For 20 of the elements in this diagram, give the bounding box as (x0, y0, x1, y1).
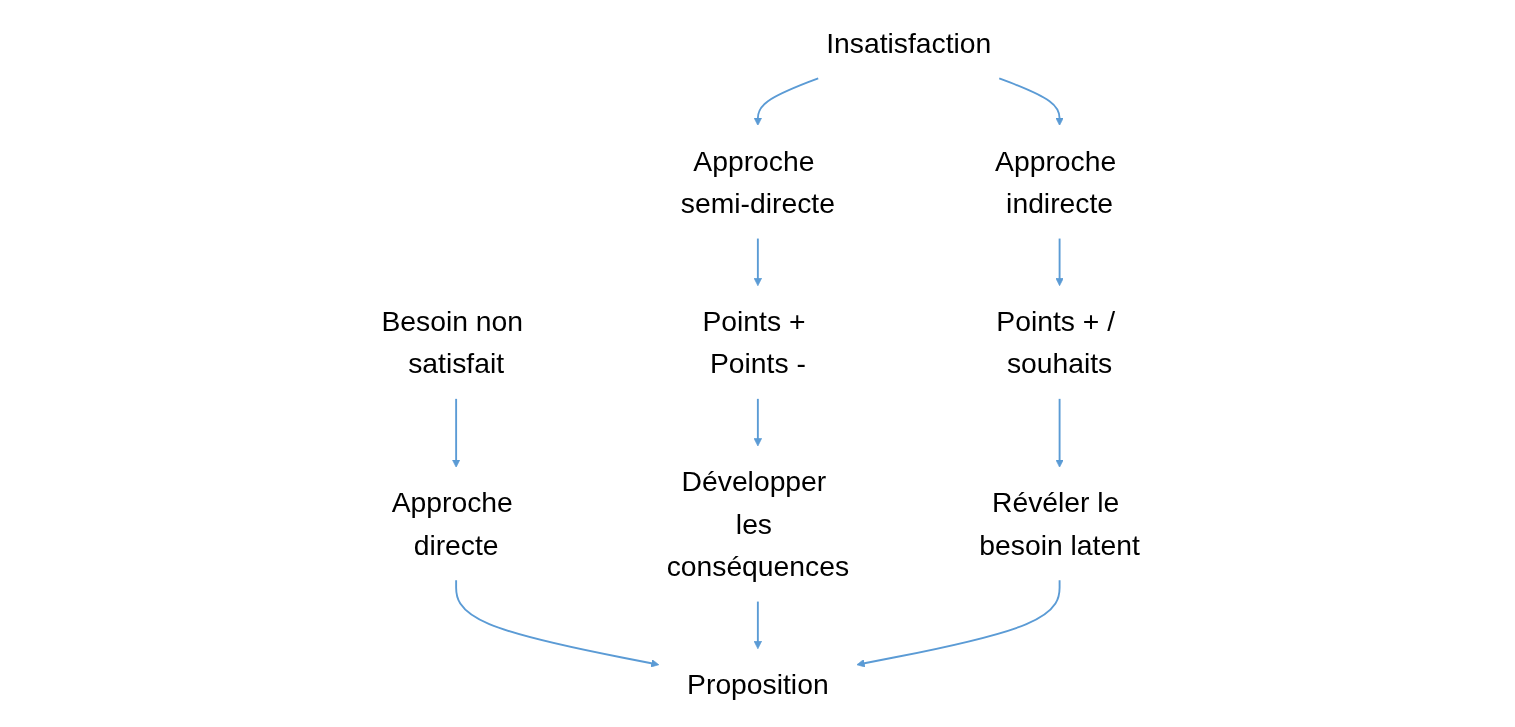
node-text: Besoin non satisfait (381, 305, 523, 380)
node-text: Révéler le besoin latent (979, 487, 1140, 561)
arrow (753, 77, 819, 126)
arrow (1055, 237, 1064, 287)
arrow (753, 237, 762, 287)
node-text: Approche directe (391, 487, 513, 561)
arrow (451, 397, 460, 468)
arrow (856, 579, 1061, 668)
node-text: Insatisfaction (825, 27, 991, 59)
arrow (1055, 397, 1064, 468)
node-text: Approche semi-directe (680, 145, 835, 219)
node-text: Développer les conséquences (666, 465, 849, 582)
arrow (753, 600, 762, 650)
arrow (753, 397, 762, 447)
node-text: Proposition (686, 668, 829, 700)
node-text: Approche indirecte (994, 145, 1116, 219)
node-text: Points + / souhaits (995, 305, 1115, 380)
node-text: Points + Points - (702, 305, 806, 380)
arrow (997, 77, 1064, 126)
arrow (454, 579, 659, 668)
